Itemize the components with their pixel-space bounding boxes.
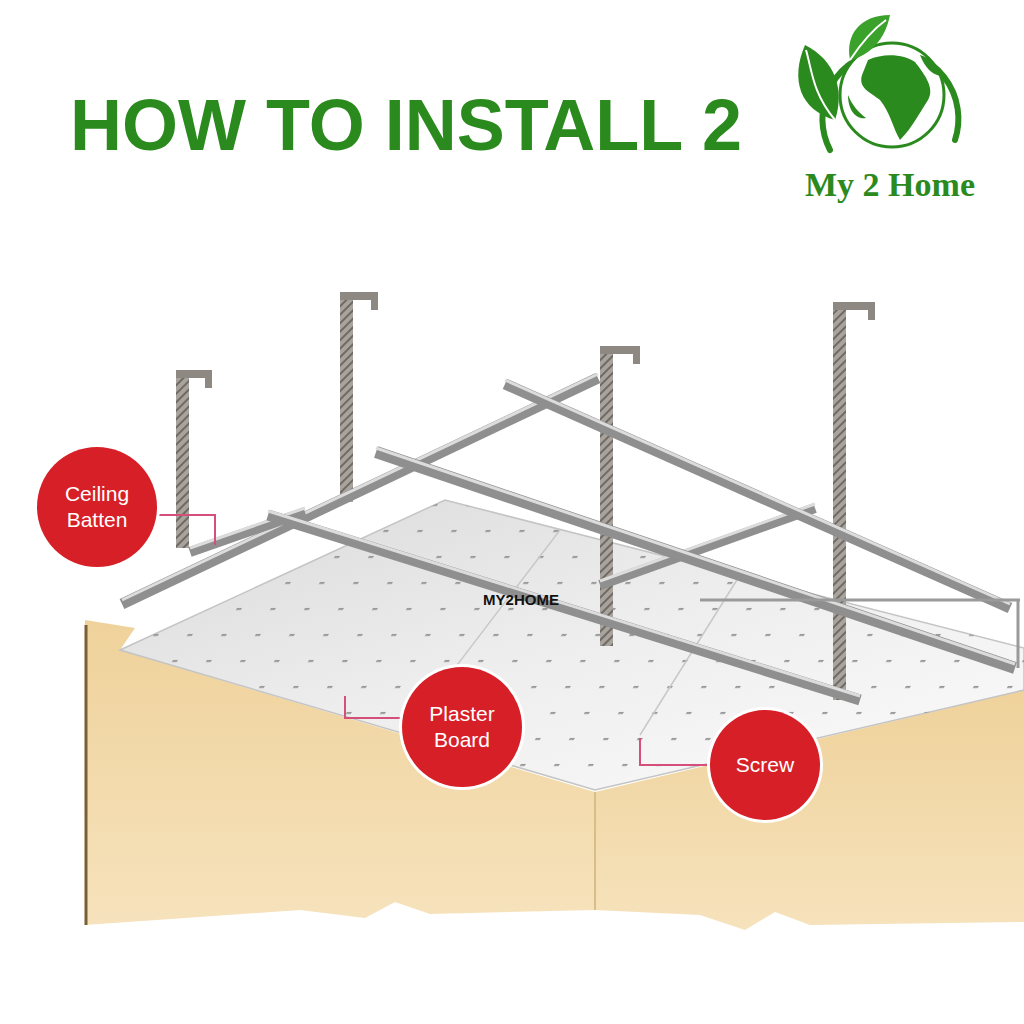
callout-circle: Ceiling Batten (37, 447, 157, 567)
wall-edge (85, 625, 88, 925)
watermark: MY2HOME (483, 591, 559, 608)
callout-body: Screw (736, 752, 794, 778)
logo-text: My 2 Home (805, 166, 975, 204)
callout-body: Ceiling Batten (49, 481, 145, 534)
logo-globe (798, 15, 958, 150)
page-title: HOW TO INSTALL 2 (70, 86, 742, 165)
ceiling-frame (122, 374, 1020, 700)
callout-body: Plaster Board (414, 701, 510, 754)
callout-circle: Screw (710, 710, 820, 820)
callout-label: Ceiling Batten (49, 481, 145, 534)
callout-label: Screw (736, 752, 794, 778)
wall-corner (594, 792, 596, 910)
callout-circle: Plaster Board (402, 667, 522, 787)
callout-label: Plaster Board (414, 701, 510, 754)
